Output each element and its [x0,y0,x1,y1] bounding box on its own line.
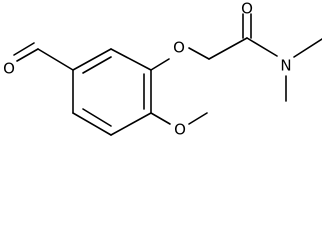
molecule-canvas: O O O N O [3,0,322,139]
methoxy-bond-ring [150,112,171,125]
ring-bond-c5-c6 [72,112,112,136]
ring-bond-c1-c2 [72,48,112,71]
amide-nitrogen-label: N [280,57,291,75]
ether-bond-ring [150,58,170,71]
ring-bond-c2-c3 [110,48,152,71]
n-methyl-bond-up [293,38,322,58]
ether-bond-ch2 [188,47,210,60]
ring-inner-double-bond-1 [82,56,112,74]
ring-bond-c4-c5 [110,112,152,136]
aldehyde-double-bond-b [13,42,35,56]
carbonyl-to-nitrogen-bond [246,37,278,57]
ring-inner-double-bond-3 [82,108,112,127]
aldehyde-double-bond-a [16,48,39,62]
aldehyde-oxygen-label: O [3,60,15,78]
ch2-to-carbonyl-bond [208,37,248,60]
carbonyl-oxygen-label: O [241,0,253,18]
structure-diagram: O O O N O [3,0,322,139]
methoxy-oxygen-label: O [174,121,186,139]
methoxy-bond-methyl [188,112,208,125]
aldehyde-bond-ring-carbon [37,48,74,71]
ether-oxygen-label: O [173,39,185,57]
